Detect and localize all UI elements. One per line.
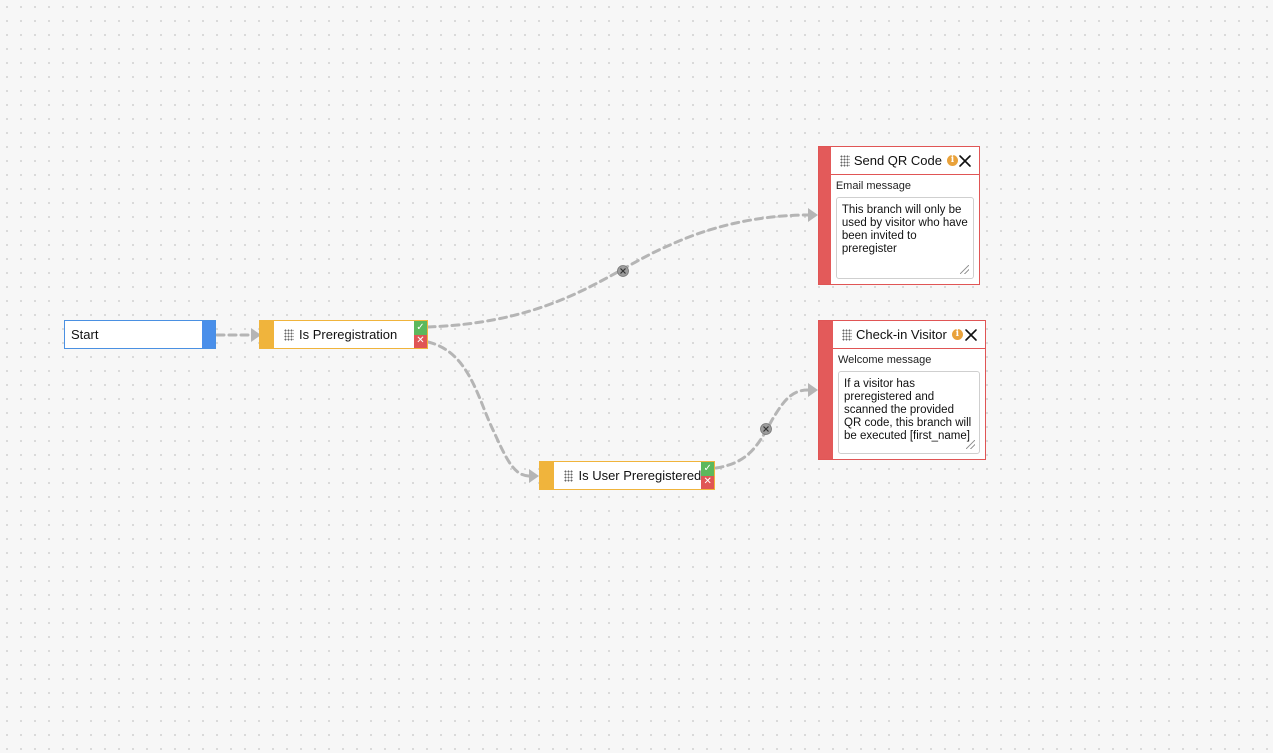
condition-node-is-preregistration[interactable]: Is Preregistration ✓ ✕ [259,320,428,349]
action-input-port[interactable] [819,321,833,459]
action-node-check-in-visitor[interactable]: Check-in Visitor i Welcome message If a … [818,320,986,460]
start-output-port[interactable] [202,321,215,348]
false-output-port[interactable]: ✕ [414,334,427,348]
info-icon[interactable]: i [951,329,963,340]
delete-connection-icon[interactable] [617,265,629,277]
resize-handle-icon[interactable] [960,265,969,274]
condition-node-is-user-preregistered[interactable]: Is User Preregistered ✓ ✕ [539,461,715,490]
action-header: Check-in Visitor i [833,321,985,349]
email-message-field[interactable]: This branch will only be used by visitor… [835,197,974,279]
arrowhead-user-preregistered [529,469,539,483]
action-title: Check-in Visitor [856,327,947,342]
condition-title: Is Preregistration [299,327,398,342]
action-header: Send QR Code i [830,147,979,175]
start-node-label: Start [71,327,99,342]
condition-title: Is User Preregistered [578,468,702,483]
close-icon[interactable] [964,328,978,342]
connector-preregistration-false-to-user-preregistered[interactable] [426,340,532,478]
condition-input-port[interactable] [260,321,274,348]
arrowhead-send-qr [808,208,818,222]
action-node-send-qr-code[interactable]: Send QR Code i Email message This branch… [818,146,980,285]
true-output-port[interactable]: ✓ [701,462,714,476]
close-icon[interactable] [958,154,972,168]
welcome-message-label: Welcome message [838,354,932,366]
action-title: Send QR Code [853,153,942,168]
start-node[interactable]: Start [64,320,216,349]
resize-handle-icon[interactable] [966,440,975,449]
email-message-label: Email message [835,180,912,192]
info-icon[interactable]: i [947,155,958,166]
condition-input-port[interactable] [540,462,554,489]
drag-handle-icon[interactable] [563,469,574,482]
arrowhead-checkin [808,383,818,397]
drag-handle-icon[interactable] [839,154,850,167]
drag-handle-icon[interactable] [284,328,294,341]
action-input-port[interactable] [819,147,831,284]
welcome-message-text: If a visitor has preregistered and scann… [844,378,972,442]
false-output-port[interactable]: ✕ [701,475,714,489]
drag-handle-icon[interactable] [842,328,852,341]
email-message-text: This branch will only be used by visitor… [841,204,968,255]
true-output-port[interactable]: ✓ [414,321,427,335]
delete-connection-icon[interactable] [760,423,772,435]
welcome-message-field[interactable]: If a visitor has preregistered and scann… [838,371,980,454]
